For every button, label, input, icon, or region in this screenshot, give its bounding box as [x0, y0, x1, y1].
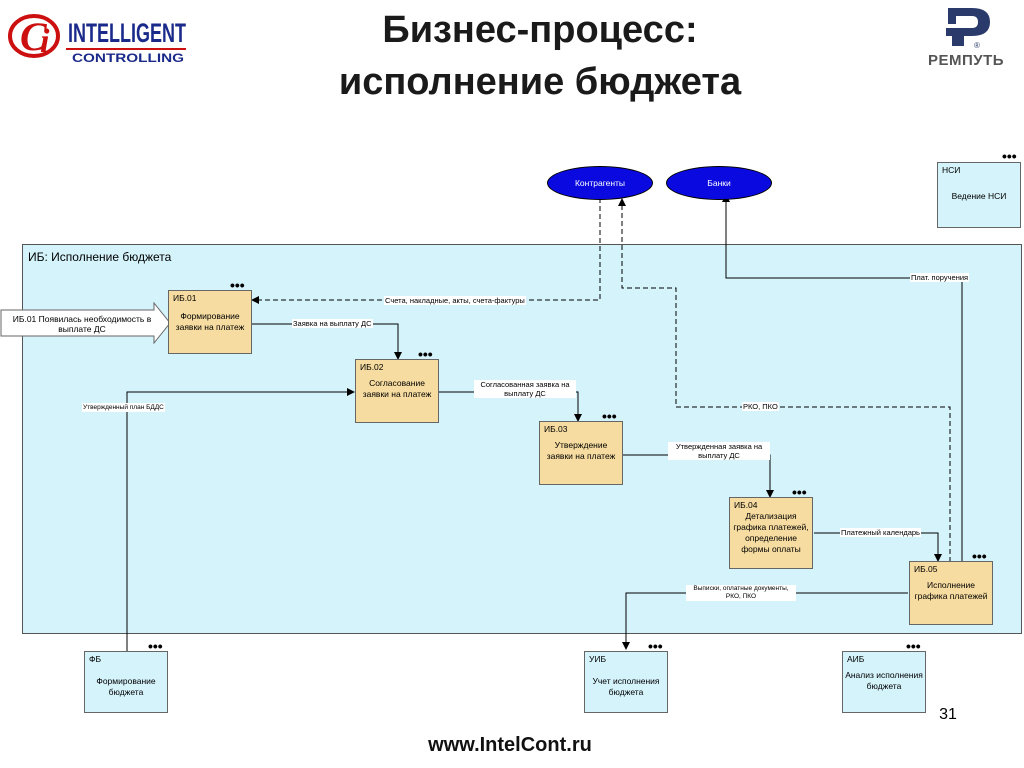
counterparties-entity[interactable]: Контрагенты	[547, 166, 653, 200]
flow-label-statements: Выписки, оплатные документы, РКО, ПКО	[686, 585, 796, 601]
flow-rko-pko-line	[618, 198, 951, 562]
ib01-more-icon[interactable]: •••	[230, 277, 245, 293]
flow-label-bdds: Утвержденный план БДДС	[82, 403, 165, 412]
logo-left-small: CONTROLLING	[72, 51, 184, 65]
process-name: Исполнение графика платежей	[914, 580, 988, 601]
external-name: Формирование бюджета	[96, 676, 156, 697]
flow-label-payment-orders: Плат. поручения	[910, 273, 970, 282]
flow-label-invoices: Счета, накладные, акты, счета-фактуры	[384, 296, 526, 305]
logo-c-glyph: C	[20, 14, 48, 59]
external-code: АИБ	[847, 654, 865, 664]
footer-url[interactable]: www.IntelCont.ru	[428, 734, 592, 756]
flow-statements-line	[622, 592, 908, 650]
process-box-ib01[interactable]: ИБ.01 Формирование заявки на платеж	[168, 290, 252, 354]
aib-more-icon[interactable]: •••	[906, 638, 921, 654]
external-process-uib[interactable]: УИБ Учет исполнения бюджета	[584, 651, 668, 713]
logo-right-text: РЕМПУТЬ	[927, 52, 1005, 69]
logo-left-big: INTELLIGENT	[68, 18, 186, 48]
process-code: ИБ.05	[914, 564, 938, 574]
page-title-line1: Бизнес-процесс:	[382, 9, 698, 51]
remput-logo: ® РЕМПУТЬ	[908, 2, 1024, 72]
process-box-ib02[interactable]: ИБ.02 Согласование заявки на платеж	[355, 359, 439, 423]
process-code: ИБ.01	[173, 293, 197, 303]
trigger-event-text: ИБ.01 Появилась необходимость в выплате …	[12, 314, 152, 334]
trigger-arrow-shape	[0, 302, 171, 344]
uib-more-icon[interactable]: •••	[648, 638, 663, 654]
flow-request-line	[252, 323, 402, 360]
ib02-more-icon[interactable]: •••	[418, 346, 433, 362]
ib03-more-icon[interactable]: •••	[602, 408, 617, 424]
flow-label-confirmed: Утвержденная заявка на выплату ДС	[668, 442, 770, 460]
process-box-ib03[interactable]: ИБ.03 Утверждение заявки на платеж	[539, 421, 623, 485]
intelligent-controlling-logo: C i INTELLIGENT CONTROLLING	[6, 6, 196, 70]
swimlane-pool	[22, 244, 1022, 634]
process-name: Утверждение заявки на платеж	[546, 440, 616, 461]
ib04-more-icon[interactable]: •••	[792, 484, 807, 500]
process-code: ИБ.03	[544, 424, 568, 434]
ib05-more-icon[interactable]: •••	[972, 548, 987, 564]
external-process-fb[interactable]: ФБ Формирование бюджета	[84, 651, 168, 713]
counterparties-label: Контрагенты	[574, 178, 626, 188]
process-name: Согласование заявки на платеж	[362, 378, 432, 399]
flow-label-request: Заявка на выплату ДС	[292, 319, 373, 328]
flow-bdds-line	[126, 388, 355, 651]
page-title: Бизнес-процесс: исполнение бюджета	[240, 4, 840, 108]
flow-label-rko-pko: РКО, ПКО	[742, 402, 779, 411]
logo-right-mark: ®	[974, 41, 980, 50]
flow-confirmed-line	[622, 454, 774, 498]
page-number: 31	[939, 706, 957, 723]
process-box-ib04[interactable]: ИБ.04 Детализация графика платежей, опре…	[729, 497, 813, 569]
process-name: Детализация графика платежей, определени…	[733, 511, 809, 554]
process-name: Формирование заявки на платеж	[175, 311, 245, 332]
process-code: ИБ.02	[360, 362, 384, 372]
nsi-more-icon[interactable]: •••	[1002, 148, 1017, 164]
nsi-process-box[interactable]: НСИ Ведение НСИ	[937, 162, 1021, 228]
flow-label-approved: Согласованная заявка на выплату ДС	[474, 380, 576, 398]
external-code: ФБ	[89, 654, 102, 664]
external-name: Учет исполнения бюджета	[592, 676, 660, 697]
nsi-name: Ведение НСИ	[951, 191, 1007, 201]
flow-calendar-line	[814, 532, 942, 562]
nsi-code: НСИ	[942, 165, 961, 175]
logo-i-glyph: i	[40, 23, 50, 60]
external-process-aib[interactable]: АИБ Анализ исполнения бюджета	[842, 651, 926, 713]
process-code: ИБ.04	[734, 500, 758, 510]
external-name: Анализ исполнения бюджета	[845, 670, 923, 691]
pool-title: ИБ: Исполнение бюджета	[28, 250, 172, 264]
flow-payment-orders-line	[722, 194, 963, 562]
fb-more-icon[interactable]: •••	[148, 638, 163, 654]
flow-invoices-line	[251, 198, 601, 304]
banks-label: Банки	[707, 178, 731, 188]
page-title-line2: исполнение бюджета	[338, 61, 742, 103]
process-box-ib05[interactable]: ИБ.05 Исполнение графика платежей	[909, 561, 993, 625]
banks-entity[interactable]: Банки	[666, 166, 772, 200]
external-code: УИБ	[589, 654, 607, 664]
flow-label-calendar: Платежный календарь	[840, 528, 921, 537]
